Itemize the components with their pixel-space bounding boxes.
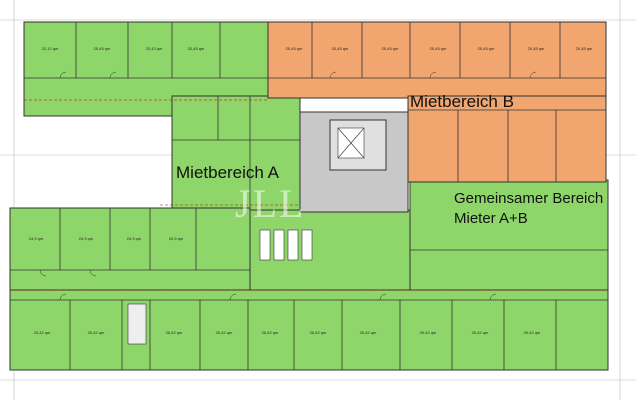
room-area-label: 20,45 qm: [429, 46, 447, 51]
area-b-top-wing: [267, 21, 607, 99]
room-area-label: 20,42 qm: [523, 330, 541, 335]
area-a-bottom-row: [9, 289, 609, 371]
room-area-label: 20,45 qm: [527, 46, 545, 51]
room-area-label: 20,42 qm: [471, 330, 489, 335]
door-arcs: [39, 71, 537, 301]
core-details: [127, 127, 365, 345]
area-a-label: Mietbereich A: [176, 163, 279, 182]
room-area-label: 20,42 qm: [261, 330, 279, 335]
room-area-label: 20,45 qm: [93, 46, 111, 51]
room-area-label: 24,9 qm: [28, 236, 44, 241]
common-area-label-line2: Mieter A+B: [454, 210, 528, 227]
room-area-label: 20,45 qm: [381, 46, 399, 51]
room-area-label: 24,9 qm: [78, 236, 94, 241]
room-area-label: 20,45 qm: [187, 46, 205, 51]
room-area-label: 20,42 qm: [309, 330, 327, 335]
room-area-label: 20,42 qm: [33, 330, 51, 335]
room-area-label: 20,43 qm: [145, 46, 163, 51]
common-area-label-line1: Gemeinsamer Bereich: [454, 190, 604, 207]
room-area-label: 20,45 qm: [331, 46, 349, 51]
watermark-logo: JLL: [235, 181, 306, 226]
area-a-zones: [9, 21, 609, 371]
room-area-label: 22,12 qm: [41, 46, 59, 51]
room-area-label: 20,42 qm: [215, 330, 233, 335]
room-area-label: 24,9 qm: [126, 236, 142, 241]
room-area-label: 20,45 qm: [285, 46, 303, 51]
room-walls: [10, 22, 608, 370]
room-area-label: 20,42 qm: [359, 330, 377, 335]
area-a-left-mid: [9, 207, 251, 291]
room-area-label: 20,42 qm: [87, 330, 105, 335]
room-area-label: 20,45 qm: [477, 46, 495, 51]
area-b-label: Mietbereich B: [410, 92, 514, 111]
room-area-label: 20,45 qm: [575, 46, 593, 51]
room-area-label: 20,42 qm: [165, 330, 183, 335]
common-area: [299, 111, 409, 213]
room-area-label: 20,42 qm: [419, 330, 437, 335]
room-area-label: 20,5 qm: [168, 236, 184, 241]
